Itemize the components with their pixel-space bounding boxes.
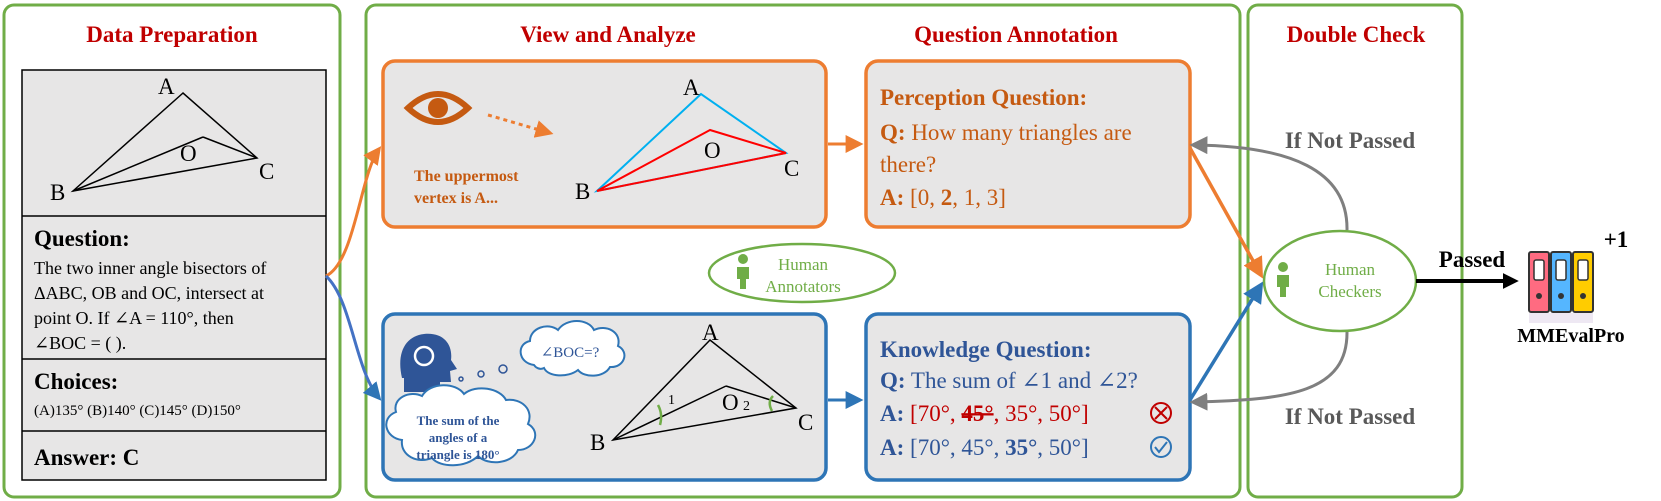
knowledge-answer-right: A: [70°, 45°, 35°, 50°]	[880, 435, 1089, 460]
vertex-label-a: A	[702, 320, 719, 345]
perception-question-q: Q: How many triangles are	[880, 120, 1132, 145]
plus-one-label: +1	[1604, 227, 1629, 252]
title-data-preparation: Data Preparation	[86, 22, 258, 47]
vertex-label-b: B	[590, 430, 605, 455]
choices-text: (A)135° (B)140° (C)145° (D)150°	[34, 403, 241, 419]
arrow-to-perception-view	[325, 146, 382, 278]
bubble-question-text: ∠BOC=?	[541, 345, 600, 361]
vertex-label-o: O	[704, 138, 721, 163]
thought-dot	[498, 364, 508, 374]
dotted-gaze-arrow	[487, 113, 554, 138]
binder-stack-icon	[1528, 251, 1594, 323]
vertex-label-a: A	[683, 75, 700, 100]
question-line: ∠BOC = ( ).	[34, 333, 126, 354]
perception-caption-line: vertex is A...	[414, 190, 498, 207]
perception-question-card: Perception Question: Q: How many triangl…	[864, 59, 1192, 229]
human-checkers-label: Human	[1325, 260, 1376, 279]
title-view-and-analyze: View and Analyze	[520, 22, 696, 47]
thought-dot	[477, 370, 485, 378]
arrow-knowledge-to-checkers	[1188, 281, 1264, 401]
perception-question-q-cont: there?	[880, 152, 936, 177]
arrow-perception-to-checkers	[1188, 147, 1264, 279]
person-icon	[1277, 262, 1289, 297]
knowledge-question-card: Knowledge Question: Q: The sum of ∠1 and…	[864, 312, 1192, 482]
vertex-label-o: O	[180, 141, 197, 166]
perception-view-panel: The uppermost vertex is A... A B C O	[381, 59, 828, 229]
source-triangle-figure: A B C O	[50, 74, 274, 205]
thinking-head-icon	[400, 333, 457, 392]
vertex-label-c: C	[259, 159, 274, 184]
check-circle-icon	[1150, 436, 1172, 458]
angle-2-arc	[768, 395, 774, 412]
vertex-label-b: B	[50, 180, 65, 205]
knowledge-triangle-figure: A B C O 1 2	[590, 320, 813, 455]
bubble-thought-line: angles of a	[429, 430, 488, 445]
reasoning-thought-bubble: The sum of the angles of a triangle is 1…	[385, 384, 537, 467]
human-annotators-label: Human	[778, 255, 829, 274]
perception-question-a: A: [0, 2, 1, 3]	[880, 185, 1006, 210]
knowledge-answer-wrong: A: [70°, 45°, 35°, 50°]	[880, 401, 1089, 426]
arrow-not-passed-top	[1189, 136, 1349, 231]
section-data-preparation	[2, 3, 342, 499]
thought-dot	[458, 376, 464, 382]
question-line: ΔABC, OB and OC, intersect at	[34, 283, 264, 303]
human-annotators-node: Human Annotators	[707, 242, 897, 304]
vertex-label-c: C	[798, 410, 813, 435]
question-line: point O. If ∠A = 110°, then	[34, 308, 234, 328]
if-not-passed-top-label: If Not Passed	[1285, 128, 1416, 153]
angle-label-2: 2	[743, 399, 750, 414]
choices-heading: Choices:	[34, 369, 118, 394]
benchmark-name: MMEvalPro	[1517, 325, 1624, 347]
human-checkers-node: Human Checkers	[1262, 229, 1418, 333]
angle-label-1: 1	[668, 393, 675, 408]
human-checkers-label: Checkers	[1318, 282, 1381, 301]
vertex-label-a: A	[158, 74, 175, 99]
bubble-thought-line: The sum of the	[417, 413, 500, 428]
answer-line: Answer: C	[34, 445, 139, 470]
section-view-and-question	[364, 3, 1242, 499]
arrow-to-knowledge-view	[324, 274, 382, 401]
perception-caption-line: The uppermost	[414, 168, 519, 185]
question-line: The two inner angle bisectors of	[34, 258, 266, 278]
vertex-label-b: B	[575, 179, 590, 204]
question-thought-bubble: ∠BOC=?	[519, 320, 626, 377]
knowledge-view-panel: ∠BOC=? The sum of the angles of a triang…	[381, 312, 828, 482]
arrow-not-passed-bottom	[1189, 330, 1349, 411]
question-heading: Question:	[34, 226, 130, 251]
knowledge-question-q: Q: The sum of ∠1 and ∠2?	[880, 368, 1138, 393]
human-annotators-label: Annotators	[765, 277, 841, 296]
cross-circle-icon	[1150, 402, 1172, 424]
person-icon	[737, 254, 749, 289]
perception-question-title: Perception Question:	[880, 85, 1087, 110]
title-question-annotation: Question Annotation	[914, 22, 1118, 47]
vertex-label-c: C	[784, 156, 799, 181]
data-sample-card: A B C O Question: The two inner angle bi…	[21, 69, 327, 481]
passed-label: Passed	[1439, 247, 1506, 272]
bubble-thought-line: triangle is 180°	[416, 447, 499, 462]
if-not-passed-bottom-label: If Not Passed	[1285, 404, 1416, 429]
knowledge-question-title: Knowledge Question:	[880, 337, 1091, 362]
angle-1-arc	[656, 404, 663, 426]
eye-icon	[403, 91, 473, 125]
vertex-label-o: O	[722, 390, 739, 415]
perception-triangle-figure: A B C O	[575, 75, 799, 204]
title-double-check: Double Check	[1287, 22, 1426, 47]
